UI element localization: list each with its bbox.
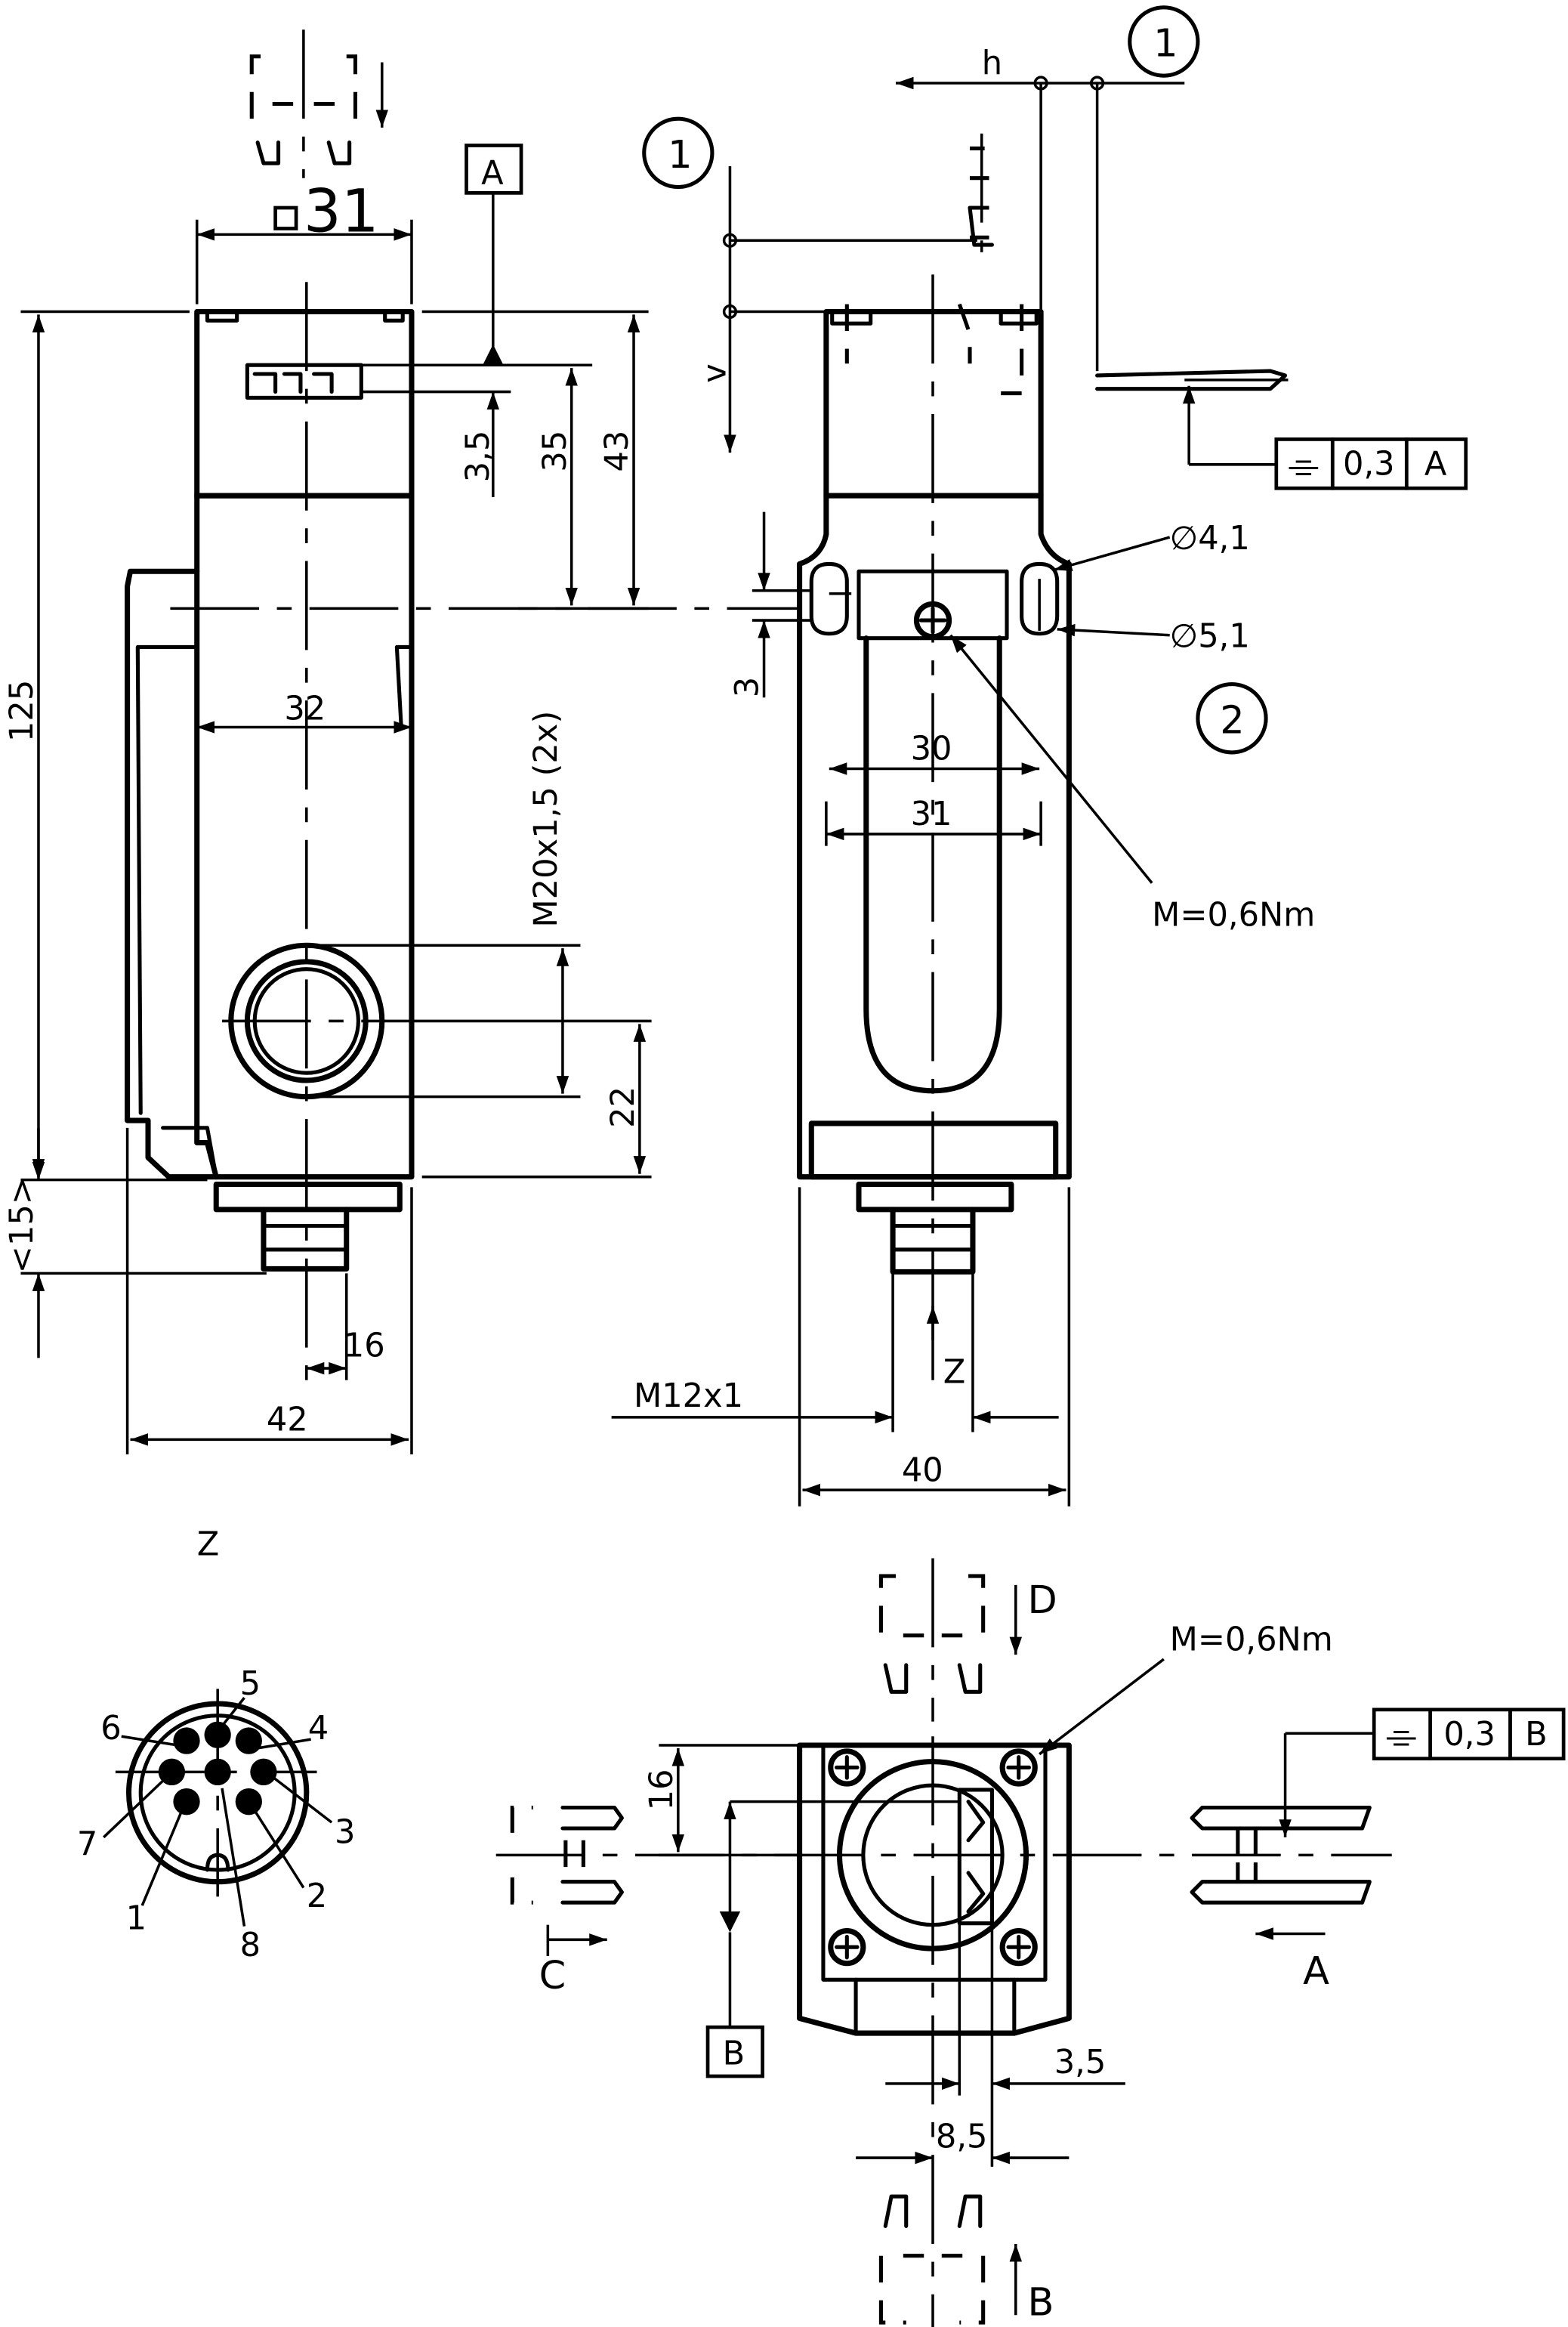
connector-view-title: Z <box>197 1526 220 1564</box>
side-dim-31: 31 <box>911 796 952 833</box>
bottom-dim-3-5: 3,5 <box>1054 2044 1107 2081</box>
front-dim-125: 125 <box>3 680 41 742</box>
front-square-label: 31 <box>304 176 379 246</box>
bottom-arrow-b: B <box>1027 2280 1054 2325</box>
front-actuator-hint <box>249 29 389 178</box>
side-body-outline <box>797 493 1072 1180</box>
pin-label-7: 7 <box>77 1825 97 1863</box>
bottom-datum-b: B <box>723 2035 745 2072</box>
callout-1-top <box>1128 5 1200 78</box>
svg-text:1: 1 <box>668 133 692 178</box>
front-dim-16: 16 <box>344 1327 385 1364</box>
bottom-view: D M=0,6Nm ⌯ 0,3 B <box>495 1558 1566 2327</box>
front-dim-3-5: 3,5 <box>459 431 497 483</box>
front-dim-32: 32 <box>284 691 326 728</box>
front-thread-label: M20x1,5 (2x) <box>527 711 565 928</box>
bottom-arrow-c: C <box>539 1954 566 1998</box>
front-view: 31 A 3,5 35 43 125 32 M20x1,5 (2x) 22 <box>3 29 800 1454</box>
side-dia-51: ∅5,1 <box>1170 617 1250 655</box>
side-dim-3: 3 <box>729 677 767 697</box>
side-label-h: h <box>982 45 1002 82</box>
front-dim-43: 43 <box>598 431 636 472</box>
side-view: 1 h 1 v ⌯ 0,3 A <box>611 5 1468 1507</box>
side-view-z: Z <box>943 1354 966 1392</box>
pin-label-6: 6 <box>100 1710 121 1748</box>
side-dim-30: 30 <box>911 731 952 768</box>
front-dim-42: 42 <box>267 1401 308 1439</box>
bottom-tol-value: 0,3 <box>1443 1716 1495 1754</box>
front-dim-22: 22 <box>604 1086 642 1128</box>
bottom-arrow-a: A <box>1303 1949 1329 1994</box>
pin-label-2: 2 <box>307 1877 327 1915</box>
pin-label-8: 8 <box>240 1927 261 1964</box>
side-dia-41: ∅4,1 <box>1170 520 1250 558</box>
pin-label-5: 5 <box>240 1665 261 1703</box>
pin-label-3: 3 <box>335 1814 355 1852</box>
side-dim-40: 40 <box>902 1451 943 1489</box>
pin-label-4: 4 <box>308 1710 329 1748</box>
callout-1-left <box>642 116 715 190</box>
front-dim-15: <15> <box>3 1177 41 1273</box>
bottom-tol-symbol: ⌯ <box>1386 1714 1417 1758</box>
connector-view: Z 5 4 3 2 8 1 7 6 <box>77 1526 356 1964</box>
bottom-tol-datum: B <box>1525 1716 1548 1754</box>
bottom-dim-8-5: 8,5 <box>936 2118 988 2155</box>
side-connector-label: M12x1 <box>634 1377 743 1415</box>
pin-label-1: 1 <box>126 1900 147 1938</box>
side-tol-datum: A <box>1424 446 1447 484</box>
bottom-housing-outline <box>797 1742 1072 2036</box>
callout-2 <box>1196 681 1268 755</box>
svg-text:2: 2 <box>1220 698 1244 743</box>
front-dim-35: 35 <box>536 431 574 472</box>
side-label-v: v <box>696 363 734 383</box>
front-datum-a-label: A <box>481 155 504 193</box>
svg-text:1: 1 <box>1153 22 1178 66</box>
bottom-arrow-d: D <box>1027 1578 1057 1623</box>
bottom-torque: M=0,6Nm <box>1170 1621 1333 1658</box>
front-head-outline <box>194 308 415 499</box>
side-torque: M=0,6Nm <box>1152 897 1315 935</box>
side-tol-value: 0,3 <box>1343 446 1395 484</box>
side-tol-symbol: ⌯ <box>1288 443 1319 487</box>
bottom-dim-16: 16 <box>643 1769 681 1810</box>
